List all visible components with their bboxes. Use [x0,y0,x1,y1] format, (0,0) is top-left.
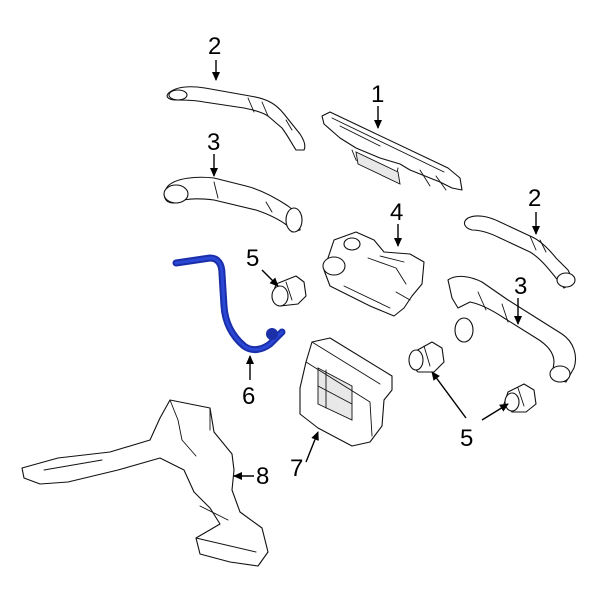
callout-3-right: 3 [514,273,527,300]
part-connector-5-left [271,275,307,307]
callout-1: 1 [371,81,384,108]
callout-3-left: 3 [207,129,220,156]
leader-5-right-a [431,371,467,419]
leader-lines [210,60,540,480]
part-heater-hose-6 [172,254,286,354]
callout-labels: 2 1 3 2 4 5 3 6 7 5 8 [207,33,541,490]
part-defroster-duct-1 [321,111,463,191]
part-hose-2-right [463,215,576,289]
leader-7 [305,431,319,463]
part-floor-duct-8 [21,399,269,567]
part-hvac-box-7 [299,337,393,447]
part-connector-5-right [503,383,537,413]
part-duct-3-right [447,275,577,383]
callout-6: 6 [242,383,255,410]
callout-7: 7 [290,455,303,482]
callout-5-left: 5 [246,245,259,272]
leader-5-right-b [481,403,509,421]
callout-4: 4 [390,199,403,226]
part-housing-4 [322,231,425,317]
callout-5-right: 5 [460,425,473,452]
callout-8: 8 [256,463,269,490]
leader-5-left [261,269,279,287]
callout-2-top: 2 [208,33,221,60]
part-duct-2-top [166,86,306,151]
callout-2-right: 2 [528,185,541,212]
part-connector-5-center [408,341,445,373]
part-duct-3-left [163,176,303,233]
